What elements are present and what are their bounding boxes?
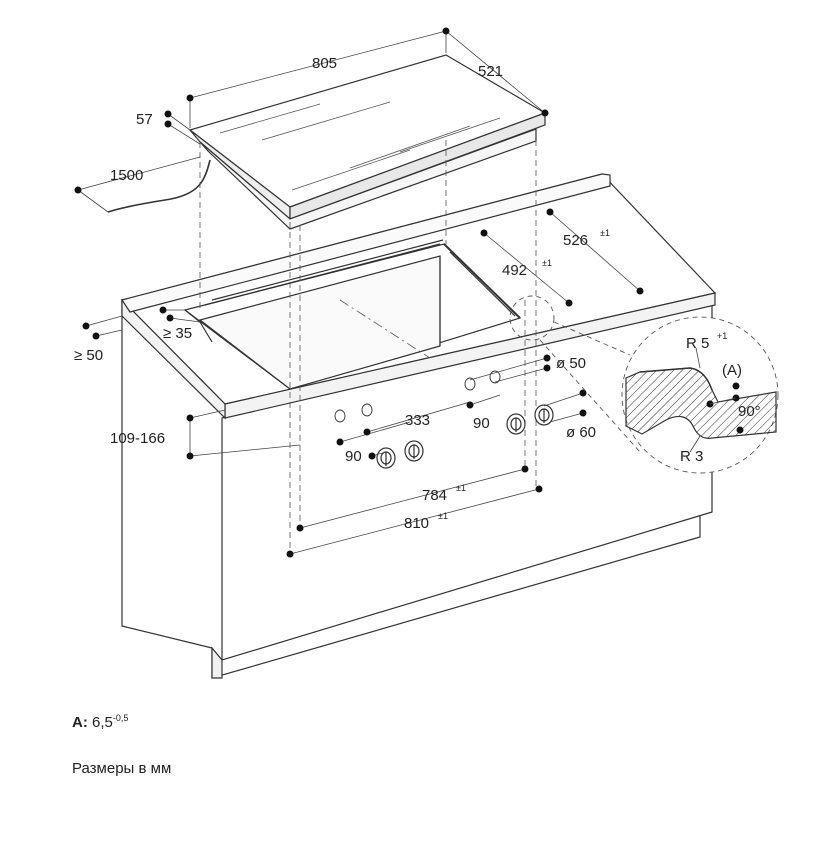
dim-cutout-depth: 526: [563, 232, 588, 249]
knob-holes: [334, 370, 501, 423]
dim-hob-depth: 521: [478, 63, 503, 80]
detail-reference-circle: [509, 295, 555, 341]
dim-min-front: ≥ 50: [74, 347, 103, 364]
note-a-value: 6,5: [92, 714, 113, 731]
note-a: A: 6,5-0,5: [72, 713, 128, 731]
dim-knob-hole-large: ø 60: [566, 424, 596, 441]
note-a-label: A:: [72, 714, 88, 731]
detail-label-a: (A): [722, 362, 742, 379]
dimension-lines: [77, 30, 641, 555]
cutout: [183, 239, 522, 390]
knob-right-1: [506, 413, 526, 435]
dim-min-side: ≥ 35: [163, 325, 192, 342]
dim-outer-cutout-width: 810: [404, 515, 429, 532]
dim-control-spacing: 333: [405, 412, 430, 429]
dim-cable-length: 1500: [110, 167, 143, 184]
power-cable: [107, 159, 211, 213]
dim-cutout-inner-depth-tol: ±1: [542, 258, 552, 268]
dimension-labels: 805 521 57 1500 526 ±1 492 ±1 ≥ 50 ≥ 35 …: [74, 55, 610, 532]
projection-lines: [199, 140, 537, 555]
dim-cutout-inner-depth: 492: [502, 262, 527, 279]
detail-radius-bottom: R 3: [680, 448, 703, 465]
knob-right-2: [534, 404, 554, 426]
dimension-markers: [74, 27, 644, 558]
dim-control-height: 109-166: [110, 430, 165, 447]
dim-inner-cutout-width: 784: [422, 487, 447, 504]
dim-inner-cutout-width-tol: ±1: [456, 483, 466, 493]
hob: [188, 54, 547, 230]
knob-left-1: [376, 447, 396, 469]
dim-knob-hole-small: ø 50: [556, 355, 586, 372]
note-units: Размеры в мм: [72, 760, 172, 777]
dim-hob-width: 805: [312, 55, 337, 72]
note-a-tolerance: -0,5: [112, 713, 129, 723]
dim-knob-offset-left: 90: [345, 448, 362, 465]
detail-radius-top-tol: +1: [717, 331, 727, 341]
control-knobs: [334, 370, 554, 469]
knob-left-2: [404, 440, 424, 462]
dim-cutout-depth-tol: ±1: [600, 228, 610, 238]
dim-outer-cutout-width-tol: ±1: [438, 511, 448, 521]
dim-hob-thickness: 57: [136, 111, 153, 128]
dim-knob-offset-right: 90: [473, 415, 490, 432]
detail-radius-top: R 5: [686, 335, 709, 352]
detail-angle: 90°: [738, 403, 761, 420]
detail-a: (A) R 5 +1 90° R 3: [621, 316, 779, 474]
